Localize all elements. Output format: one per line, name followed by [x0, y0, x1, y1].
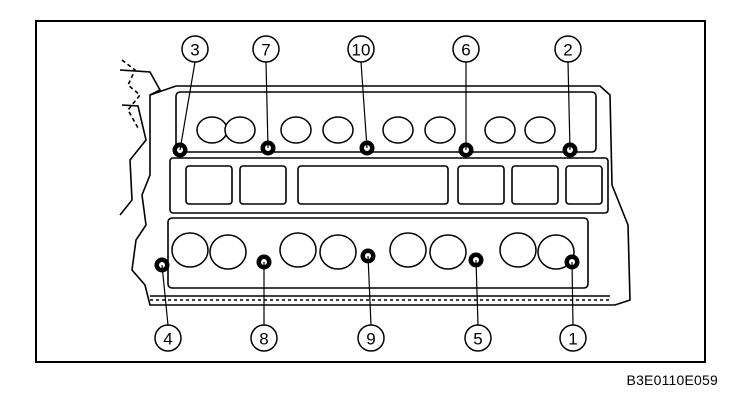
bolt-2-leader — [567, 61, 571, 151]
bolt-10-label: 10 — [352, 41, 371, 60]
upper-cam-lobe — [484, 116, 516, 144]
bolt-3-callout: 3 — [181, 35, 209, 63]
figure-code: B3E0110E059 — [626, 372, 718, 388]
bolt-2-label: 2 — [563, 41, 572, 60]
bolt-4-callout-circle — [154, 324, 182, 352]
bolt-4-label: 4 — [163, 330, 172, 349]
upper-cam-lobe — [224, 116, 256, 144]
bolt-6-label: 6 — [461, 41, 470, 60]
lower-cam-lobe — [429, 234, 467, 270]
upper-cam-lobe — [524, 116, 556, 144]
upper-cam-lobe — [382, 116, 414, 144]
callout-leaders — [161, 61, 574, 326]
bolt-7-callout-circle — [252, 35, 280, 63]
bolt-10-callout: 10 — [347, 35, 375, 63]
bolt-4-leader — [161, 264, 169, 326]
bolt-2-callout-circle — [554, 35, 582, 63]
bolt-6-callout-circle — [452, 35, 480, 63]
bolt-9-callout: 9 — [357, 324, 385, 352]
bolt-2-callout: 2 — [554, 35, 582, 63]
bolt-1-label: 1 — [568, 330, 577, 349]
lower-cam-lobe — [499, 232, 537, 268]
lower-cam-lobe — [389, 232, 427, 268]
bolt-8-callout-circle — [250, 324, 278, 352]
lower-cam-lobe — [279, 232, 317, 268]
bolt-8-label: 8 — [259, 330, 268, 349]
lower-cam-lobe — [319, 234, 357, 270]
upper-cam-lobe — [280, 116, 312, 144]
bolt-5-callout: 5 — [464, 324, 492, 352]
bolt-9-callout-circle — [357, 324, 385, 352]
head-bolts — [154, 140, 580, 273]
bolt-9-leader — [367, 255, 372, 326]
bolt-10-callout-circle — [347, 35, 375, 63]
cylinder-head-body — [119, 59, 631, 306]
bolt-3-leader — [179, 61, 196, 151]
upper-cam-lobes — [196, 116, 556, 144]
upper-cam-lobe — [196, 116, 228, 144]
lower-cam-lobes — [171, 232, 575, 270]
bolt-7-leader — [265, 61, 269, 149]
upper-cam-lobe — [424, 116, 456, 144]
bolt-9-label: 9 — [366, 330, 375, 349]
bolt-5-label: 5 — [473, 330, 482, 349]
bolt-1-leader — [571, 261, 574, 326]
lower-cam-lobe — [171, 232, 209, 268]
bolt-3-callout-circle — [181, 35, 209, 63]
bolt-3-label: 3 — [190, 41, 199, 60]
callout-labels: 3 7 10 6 2 4 8 9 5 1 — [154, 35, 587, 352]
bolt-10-leader — [360, 61, 368, 149]
bolt-1-callout-circle — [559, 324, 587, 352]
bolt-8-callout: 8 — [250, 324, 278, 352]
bolt-7-label: 7 — [261, 41, 270, 60]
bolt-5-callout-circle — [464, 324, 492, 352]
bolt-1-callout: 1 — [559, 324, 587, 352]
lower-cam-lobe — [209, 234, 247, 270]
bolt-6-callout: 6 — [452, 35, 480, 63]
bolt-5-leader — [475, 259, 479, 326]
bolt-7-callout: 7 — [252, 35, 280, 63]
upper-cam-lobe — [322, 116, 354, 144]
bolt-4-callout: 4 — [154, 324, 182, 352]
